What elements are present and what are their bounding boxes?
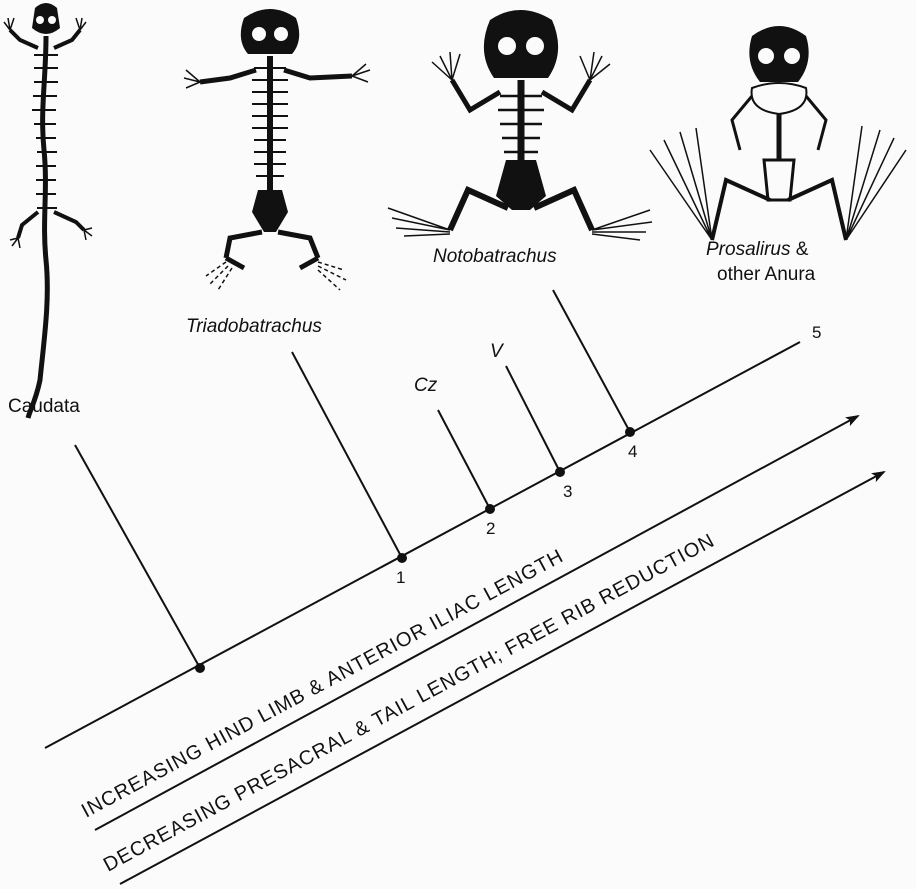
frog-skeleton-icon [650, 26, 906, 240]
node-label-3: 3 [563, 482, 572, 501]
taxon-label-other-anura: other Anura [717, 264, 816, 285]
node-label-5: 5 [812, 323, 821, 342]
taxon-label-prosalirus-name: Prosalirus [706, 239, 791, 260]
taxon-label-triadobatrachus: Triadobatrachus [186, 316, 322, 337]
trend-arrow-upper [95, 416, 858, 830]
node-3 [555, 467, 565, 477]
taxon-label-v: V [490, 341, 505, 362]
branch-cz [438, 410, 490, 509]
triadobatrachus-skeleton-icon [184, 9, 370, 290]
taxon-label-prosalirus: Prosalirus & [706, 239, 809, 260]
branch-caudata [75, 445, 200, 668]
node-label-1: 1 [396, 568, 405, 587]
taxon-label-caudata: Caudata [8, 396, 80, 417]
branch-notobatrachus [553, 290, 630, 432]
branch-v [506, 366, 560, 472]
node-2 [485, 504, 495, 514]
salamander-skeleton-icon [4, 3, 92, 418]
trend-arrow-lower [120, 472, 884, 884]
node-1 [397, 553, 407, 563]
taxon-label-notobatrachus: Notobatrachus [433, 246, 557, 267]
trend-label-upper: INCREASING HIND LIMB & ANTERIOR ILIAC LE… [78, 545, 567, 822]
node-caudata-split [195, 663, 205, 673]
node-4 [625, 427, 635, 437]
taxon-label-prosalirus-amp: & [790, 239, 808, 260]
branch-triadobatrachus [292, 352, 402, 558]
notobatrachus-skeleton-icon [388, 10, 652, 240]
taxon-label-cz: Cz [414, 375, 438, 396]
node-label-4: 4 [628, 442, 637, 461]
trend-label-lower: DECREASING PRESACRAL & TAIL LENGTH; FREE… [100, 530, 719, 877]
node-label-2: 2 [486, 519, 495, 538]
